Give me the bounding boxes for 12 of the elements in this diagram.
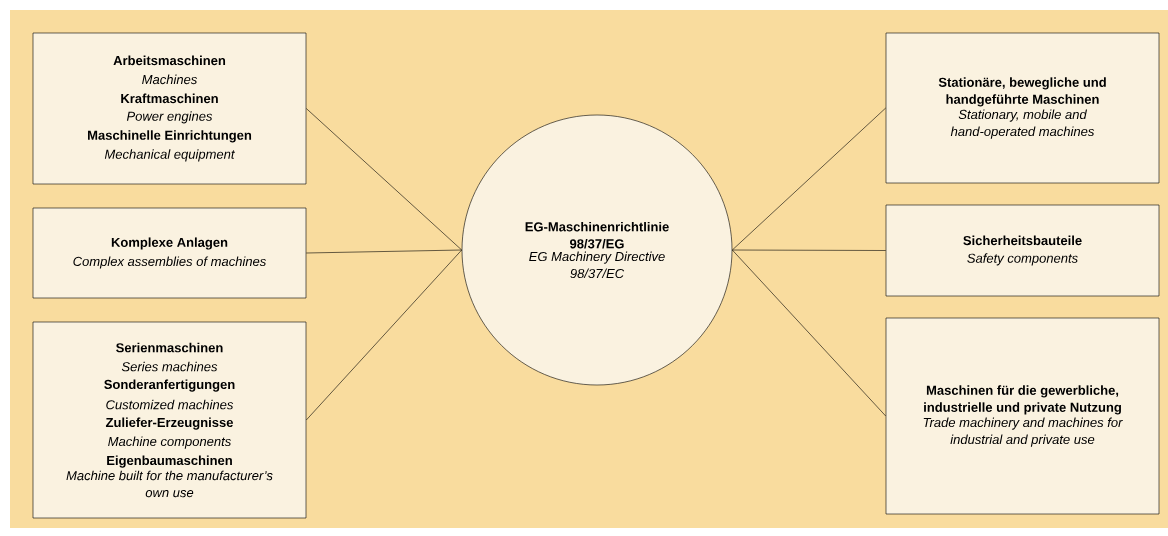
connector-line [306, 249, 462, 254]
category-box: Stationäre, bewegliche und handgeführte Maschinen Stationary, mobile and hand-operated machines [885, 32, 1160, 184]
connector-line [306, 249, 462, 421]
category-box: Arbeitsmaschinen Machines Kraftmaschinen Power engines Maschinelle Einrichtungen Mechanical equipment [32, 32, 307, 185]
connector-line [732, 107, 886, 251]
category-box: Serienmaschinen Series machines Sonderanfertigungen Customized machines Zuliefer-Erzeugnisse Machine components Eigenbaumaschinen Machine built for the manufacturer’s own use [32, 321, 307, 519]
category-box: Sicherheitsbauteile Safety components [885, 204, 1160, 297]
category-box: Komplexe Anlagen Complex assemblies of machines [32, 207, 307, 299]
connector-line [306, 108, 462, 251]
category-box: Maschinen für die gewerbliche, industrielle und private Nutzung Trade machinery and machines for industrial and private use [885, 317, 1160, 515]
connector-line [732, 249, 886, 251]
connector-line [732, 249, 886, 417]
